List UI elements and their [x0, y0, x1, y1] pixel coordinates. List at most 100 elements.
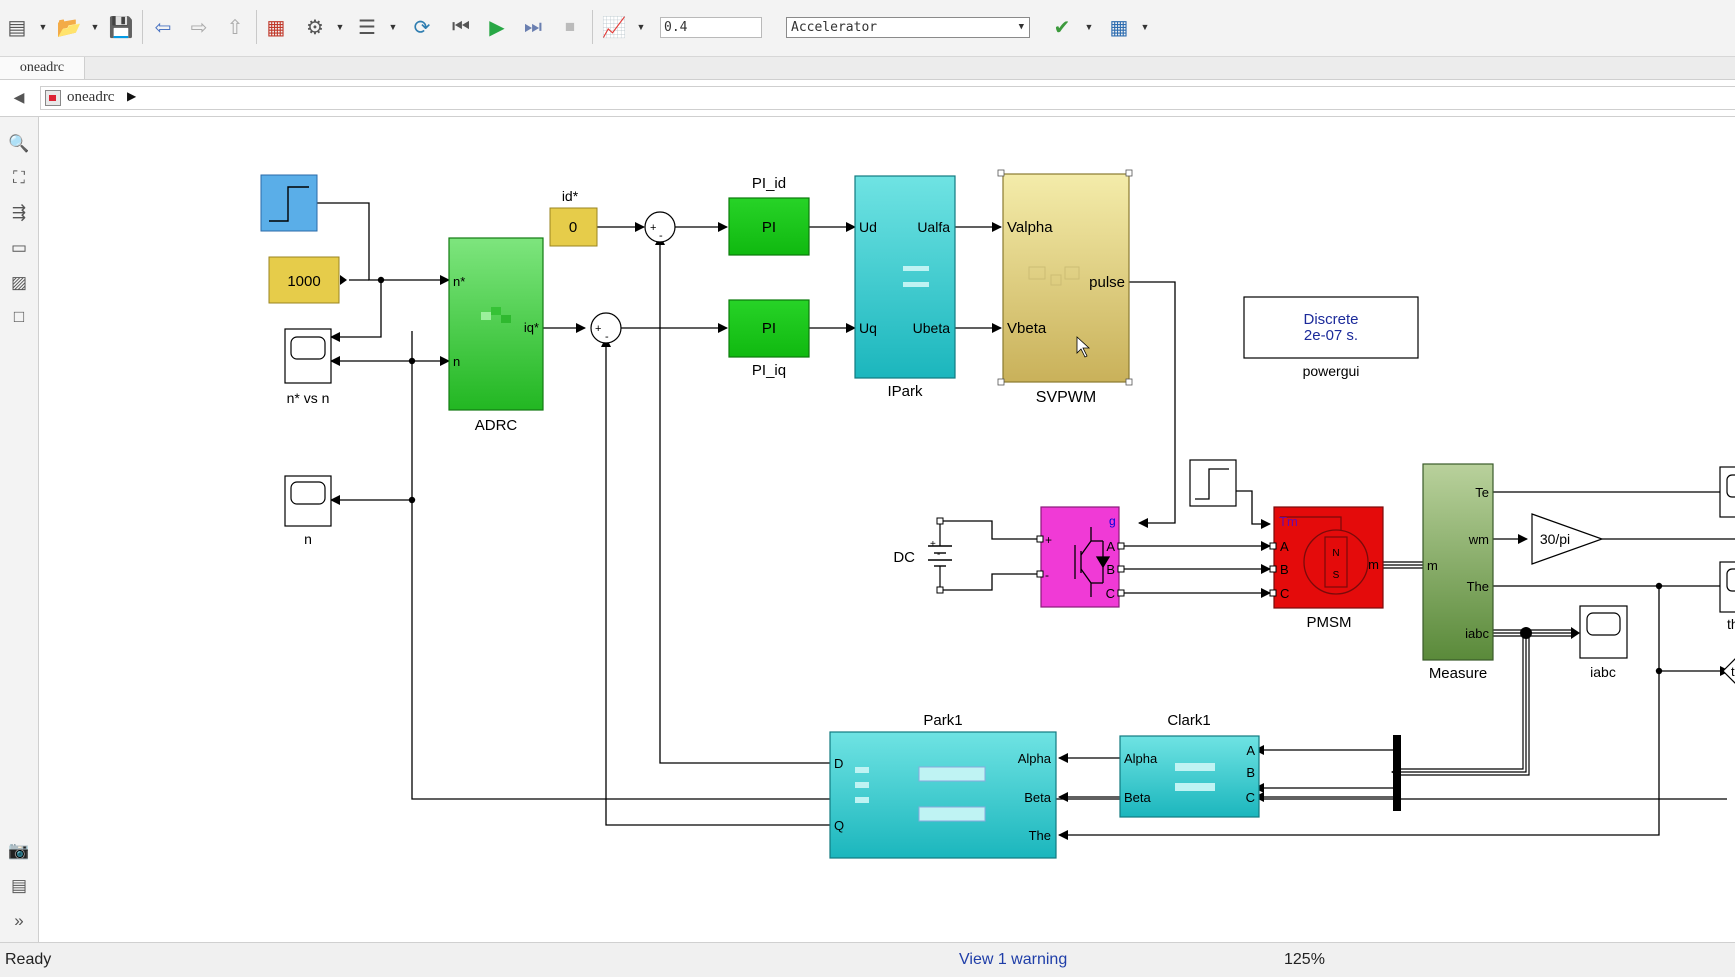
- constant-value: 1000: [287, 273, 320, 290]
- open-folder-icon[interactable]: 📂: [56, 16, 82, 39]
- model-explorer-icon[interactable]: ☰: [358, 16, 376, 39]
- check-icon[interactable]: ✔: [1053, 16, 1071, 39]
- block-label: Measure: [1429, 665, 1487, 682]
- fit-view-icon[interactable]: ⛶: [13, 168, 25, 187]
- sum-block-iq[interactable]: + -: [590, 312, 622, 344]
- forward-arrow-icon[interactable]: ⇨: [190, 16, 208, 39]
- port-label: n*: [453, 274, 465, 289]
- block-label: PI_id: [752, 175, 786, 192]
- ipark-block[interactable]: Ud Uq Ualfa Ubeta IPark: [854, 175, 956, 400]
- check-dropdown-icon[interactable]: ▼: [1084, 22, 1094, 32]
- simulation-mode-select[interactable]: Accelerator ▼: [786, 17, 1030, 38]
- svg-text:C: C: [1106, 586, 1115, 601]
- sum-block-id[interactable]: + -: [644, 211, 676, 243]
- stop-time-input[interactable]: 0.4: [660, 17, 762, 38]
- inspector-dropdown-icon[interactable]: ▼: [636, 22, 646, 32]
- svg-text:Ud: Ud: [859, 219, 877, 235]
- signal-arrows-icon[interactable]: ⇶: [11, 203, 27, 222]
- inverter-block[interactable]: + - g A B C: [1036, 506, 1125, 608]
- svg-text:30/pi: 30/pi: [1540, 531, 1570, 547]
- breadcrumb: oneadrc ▶: [40, 86, 1735, 110]
- step-source-block[interactable]: [260, 174, 318, 232]
- block-label: Park1: [923, 712, 962, 729]
- data-inspector-icon[interactable]: 📈: [601, 16, 627, 39]
- expand-icon[interactable]: »: [14, 911, 24, 930]
- dc-source-block[interactable]: + - DC: [893, 517, 952, 594]
- update-diagram-icon[interactable]: ⟳: [413, 16, 431, 39]
- run-icon[interactable]: ▶: [489, 16, 505, 39]
- warning-link[interactable]: View 1 warning: [959, 951, 1068, 968]
- svg-text:pulse: pulse: [1089, 274, 1125, 291]
- scope-label: th: [1727, 616, 1735, 632]
- svg-text:Alpha: Alpha: [1124, 751, 1158, 766]
- block-label: PI_iq: [752, 362, 786, 379]
- settings-dropdown-icon[interactable]: ▼: [335, 22, 345, 32]
- gain-block[interactable]: 30/pi: [1531, 513, 1604, 565]
- gear-icon[interactable]: ⚙: [306, 16, 324, 39]
- status-bar: Ready View 1 warning 125%: [0, 942, 1735, 977]
- hide-browser-icon[interactable]: ◀: [13, 88, 25, 105]
- svg-text:wm: wm: [1468, 532, 1489, 547]
- status-text: Ready: [5, 951, 52, 968]
- step-forward-icon[interactable]: ⏭: [524, 15, 542, 38]
- block-label: Clark1: [1167, 712, 1210, 729]
- address-bar: ◀ oneadrc ▶: [0, 80, 1735, 117]
- breadcrumb-model[interactable]: oneadrc: [67, 89, 115, 105]
- area-icon[interactable]: □: [13, 307, 25, 326]
- new-model-icon[interactable]: ▤: [7, 16, 27, 39]
- up-arrow-icon[interactable]: ⇧: [226, 16, 244, 39]
- pi-id-block[interactable]: PI PI_id: [728, 175, 810, 256]
- explorer-dropdown-icon[interactable]: ▼: [388, 22, 398, 32]
- new-dropdown-icon[interactable]: ▼: [38, 22, 48, 32]
- svg-text:Valpha: Valpha: [1007, 219, 1053, 236]
- svg-text:-: -: [605, 331, 609, 343]
- back-arrow-icon[interactable]: ⇦: [154, 16, 172, 39]
- apps-dropdown-icon[interactable]: ▼: [1140, 22, 1150, 32]
- svg-text:The: The: [1467, 579, 1489, 594]
- svg-text:-: -: [659, 230, 663, 242]
- measure-block[interactable]: m Te wm The iabc Measure: [1422, 463, 1494, 682]
- svg-text:-: -: [937, 549, 940, 560]
- library-browser-icon[interactable]: ▦: [266, 16, 286, 39]
- clark-block[interactable]: Alpha Beta A B C Clark1: [1119, 712, 1260, 818]
- scope-iabc[interactable]: iabc: [1579, 605, 1628, 680]
- annotation-icon[interactable]: ▭: [10, 238, 28, 257]
- save-icon[interactable]: 💾: [108, 16, 134, 39]
- demux-block[interactable]: [1393, 735, 1401, 811]
- palette: 🔍 ⛶ ⇶ ▭ ▨ □ 📷 ▤ »: [0, 117, 39, 942]
- grid-apps-icon[interactable]: ▦: [1109, 16, 1129, 39]
- zoom-level: 125%: [1284, 951, 1325, 968]
- svg-text:g: g: [1109, 514, 1116, 528]
- tab-oneadrc[interactable]: oneadrc: [0, 57, 85, 79]
- open-dropdown-icon[interactable]: ▼: [90, 22, 100, 32]
- svg-text:Discrete: Discrete: [1303, 311, 1358, 328]
- property-inspector-icon[interactable]: ▤: [10, 876, 28, 895]
- image-icon[interactable]: ▨: [10, 273, 28, 292]
- step-back-icon[interactable]: ⏮: [452, 15, 470, 38]
- adrc-block[interactable]: n* n iq* ADRC: [448, 237, 544, 434]
- toolbar-divider: [592, 10, 593, 44]
- stop-icon[interactable]: ⏹: [565, 15, 575, 38]
- svg-text:-: -: [1045, 568, 1049, 582]
- svpwm-block[interactable]: Valpha Vbeta pulse SVPWM: [997, 169, 1133, 406]
- chevron-down-icon: ▼: [1018, 22, 1024, 32]
- scope-n[interactable]: n: [284, 475, 332, 547]
- svg-text:PI: PI: [762, 320, 776, 337]
- zoom-icon[interactable]: 🔍: [8, 134, 30, 153]
- port-label: n: [453, 354, 460, 369]
- chevron-right-icon[interactable]: ▶: [127, 89, 137, 103]
- park-block[interactable]: D Q Alpha Beta The Park1: [829, 712, 1057, 859]
- svg-text:A: A: [1280, 539, 1289, 554]
- powergui-block[interactable]: Discrete 2e-07 s. powergui: [1243, 296, 1419, 379]
- goto-th-block[interactable]: th: [1722, 657, 1735, 685]
- pmsm-block[interactable]: Tm A B C m N S PMSM: [1269, 506, 1384, 631]
- id-reference-block[interactable]: 0 id*: [549, 188, 598, 247]
- scope-nstar-n[interactable]: n* vs n: [284, 328, 332, 406]
- speed-reference-block[interactable]: 1000: [268, 256, 347, 304]
- model-canvas[interactable]: 1000 n* vs n n n* n iq* ADRC 0 id* + - +…: [39, 117, 1735, 942]
- camera-icon[interactable]: 📷: [8, 841, 30, 860]
- toolbar-divider: [142, 10, 143, 44]
- load-torque-step-block[interactable]: [1189, 459, 1237, 507]
- svg-text:+: +: [930, 539, 936, 550]
- pi-iq-block[interactable]: PI PI_iq: [728, 299, 810, 379]
